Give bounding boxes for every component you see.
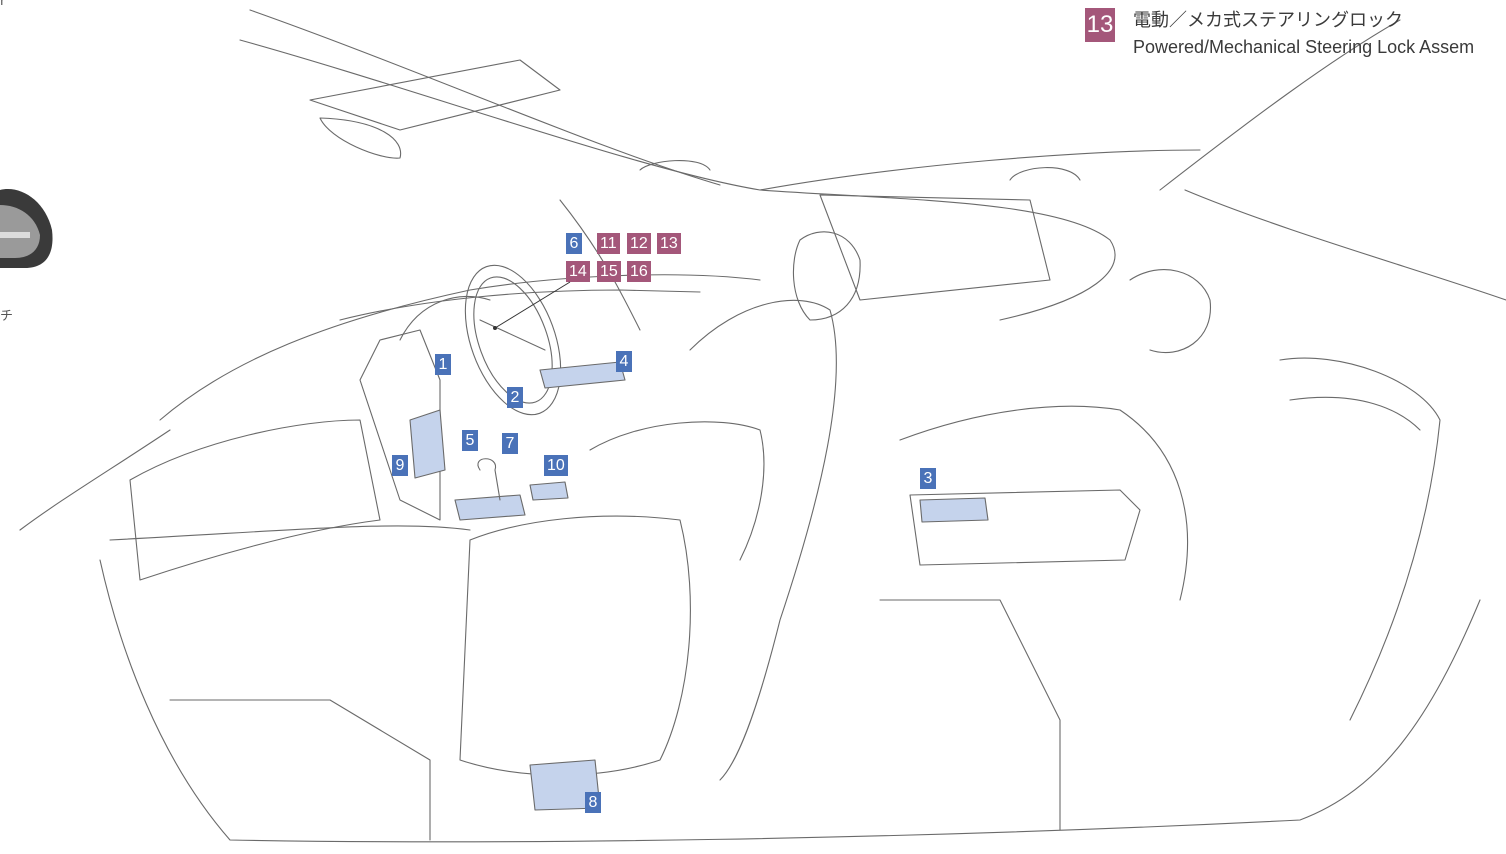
- legend-title-ja: 電動／メカ式ステアリングロック: [1133, 6, 1403, 32]
- callout-5[interactable]: 5: [462, 430, 478, 451]
- partial-product-photo: [0, 189, 53, 268]
- callout-3[interactable]: 3: [920, 468, 936, 489]
- legend-number-badge: 13: [1085, 8, 1115, 42]
- callout-10[interactable]: 10: [544, 455, 568, 476]
- callout-2[interactable]: 2: [507, 387, 523, 408]
- callout-7[interactable]: 7: [502, 433, 518, 454]
- edge-text-left: チ: [0, 305, 13, 324]
- callout-13[interactable]: 13: [657, 233, 681, 254]
- callout-9[interactable]: 9: [392, 455, 408, 476]
- callout-15[interactable]: 15: [597, 261, 621, 282]
- edge-text-top: r: [0, 0, 5, 9]
- callout-11[interactable]: 11: [597, 233, 620, 254]
- callout-1[interactable]: 1: [435, 354, 451, 375]
- callout-14[interactable]: 14: [566, 261, 590, 282]
- callout-4[interactable]: 4: [616, 351, 632, 372]
- callout-6[interactable]: 6: [566, 233, 582, 254]
- callout-8[interactable]: 8: [585, 792, 601, 813]
- callout-16[interactable]: 16: [627, 261, 651, 282]
- legend-title-en: Powered/Mechanical Steering Lock Assem: [1133, 37, 1506, 58]
- callout-12[interactable]: 12: [627, 233, 651, 254]
